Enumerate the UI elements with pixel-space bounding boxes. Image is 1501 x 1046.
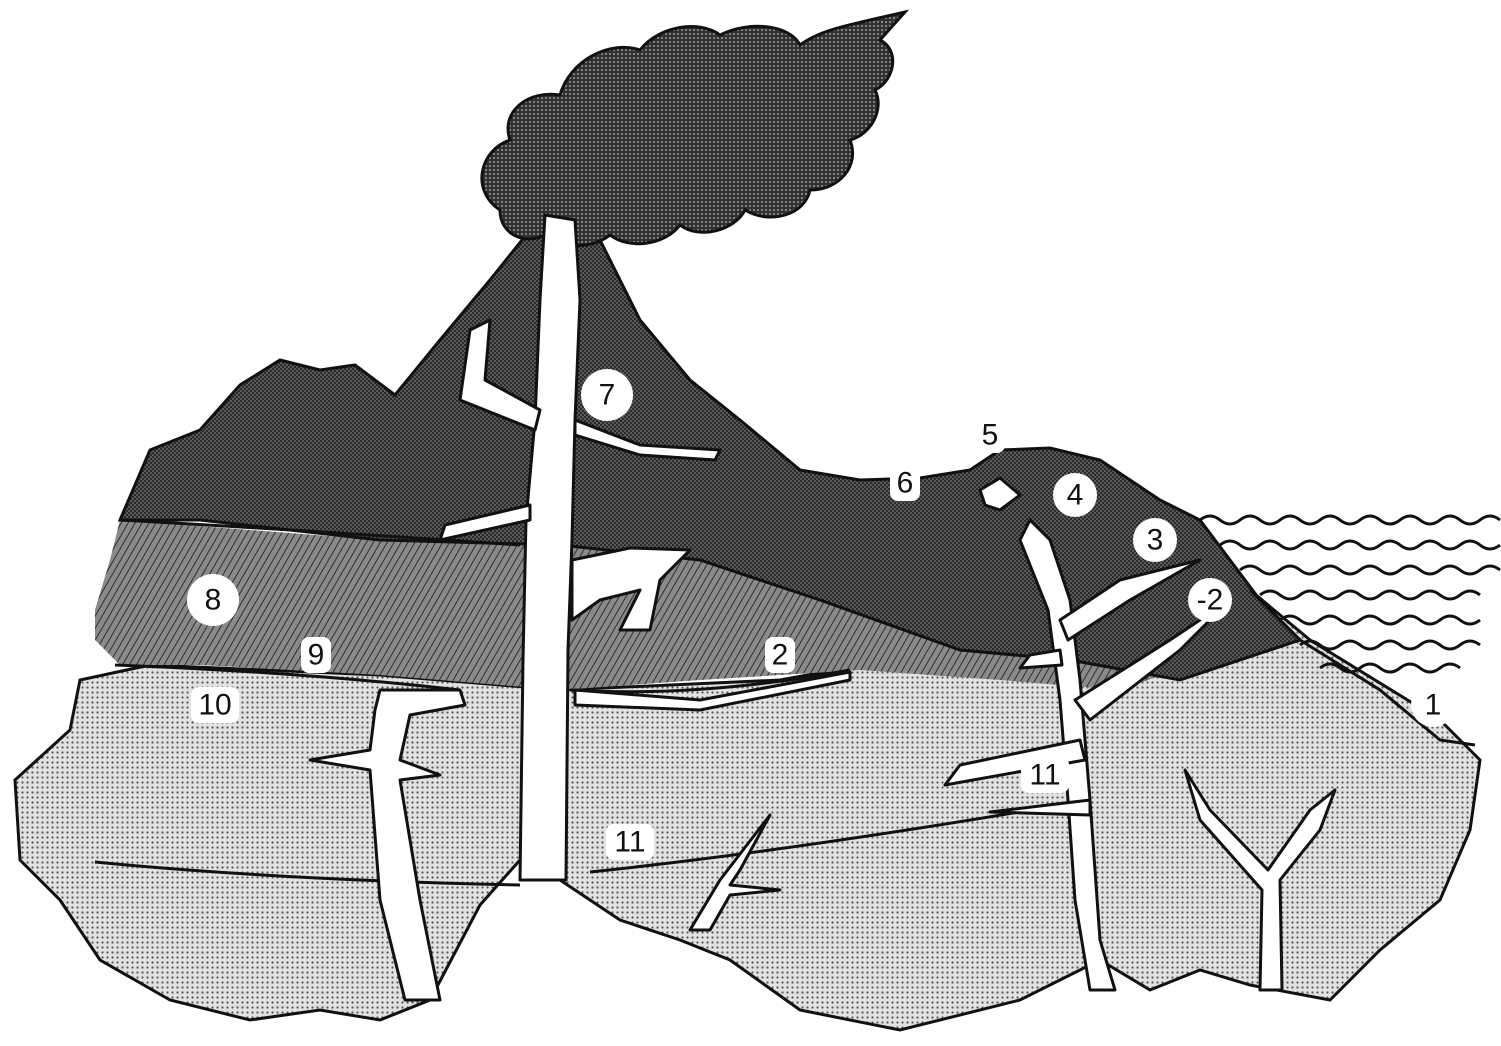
label-l5: 5	[975, 417, 1005, 453]
label-l7: 7	[581, 369, 633, 421]
label-l11b: 11	[606, 824, 654, 860]
label-text: 5	[982, 419, 999, 452]
label-text: 11	[1029, 759, 1060, 792]
label-text: 10	[198, 689, 231, 722]
label-l11a: 11	[1021, 757, 1069, 793]
label-text: 3	[1147, 524, 1164, 557]
label-text: 8	[205, 584, 222, 617]
label-text: 7	[599, 379, 616, 412]
label-l2b: 2	[765, 637, 795, 673]
label-l1: 1	[1411, 683, 1455, 727]
label-l8: 8	[187, 574, 239, 626]
label-l4: 4	[1053, 473, 1097, 517]
eruption-plume	[482, 12, 905, 246]
label-text: 1	[1425, 689, 1442, 722]
label-l2a: -2	[1188, 578, 1232, 622]
label-text: 6	[897, 467, 914, 500]
label-l9: 9	[301, 637, 331, 673]
label-l3: 3	[1133, 518, 1177, 562]
label-text: 11	[614, 826, 645, 859]
label-l6: 6	[890, 465, 920, 501]
label-text: -2	[1197, 584, 1224, 617]
label-text: 2	[772, 639, 789, 672]
label-text: 9	[308, 639, 325, 672]
label-l10: 10	[191, 687, 239, 723]
label-text: 4	[1067, 479, 1084, 512]
